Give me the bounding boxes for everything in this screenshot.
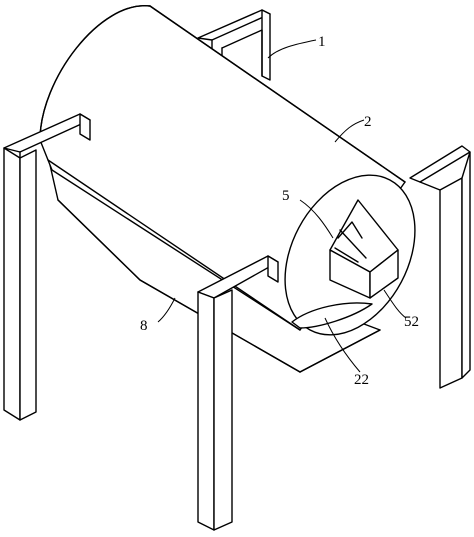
feed-box: [329, 199, 399, 299]
label-drum: 2: [364, 114, 372, 130]
label-frame: 1: [318, 34, 326, 50]
front-left-post: [3, 113, 91, 421]
leader-lines: [157, 39, 407, 373]
front-right-post: [197, 255, 279, 531]
label-hopper: 8: [140, 318, 148, 334]
label-box-part: 52: [404, 314, 419, 330]
label-opening: 22: [354, 372, 369, 388]
right-rear-post: [409, 145, 471, 389]
label-box: 5: [282, 188, 290, 204]
